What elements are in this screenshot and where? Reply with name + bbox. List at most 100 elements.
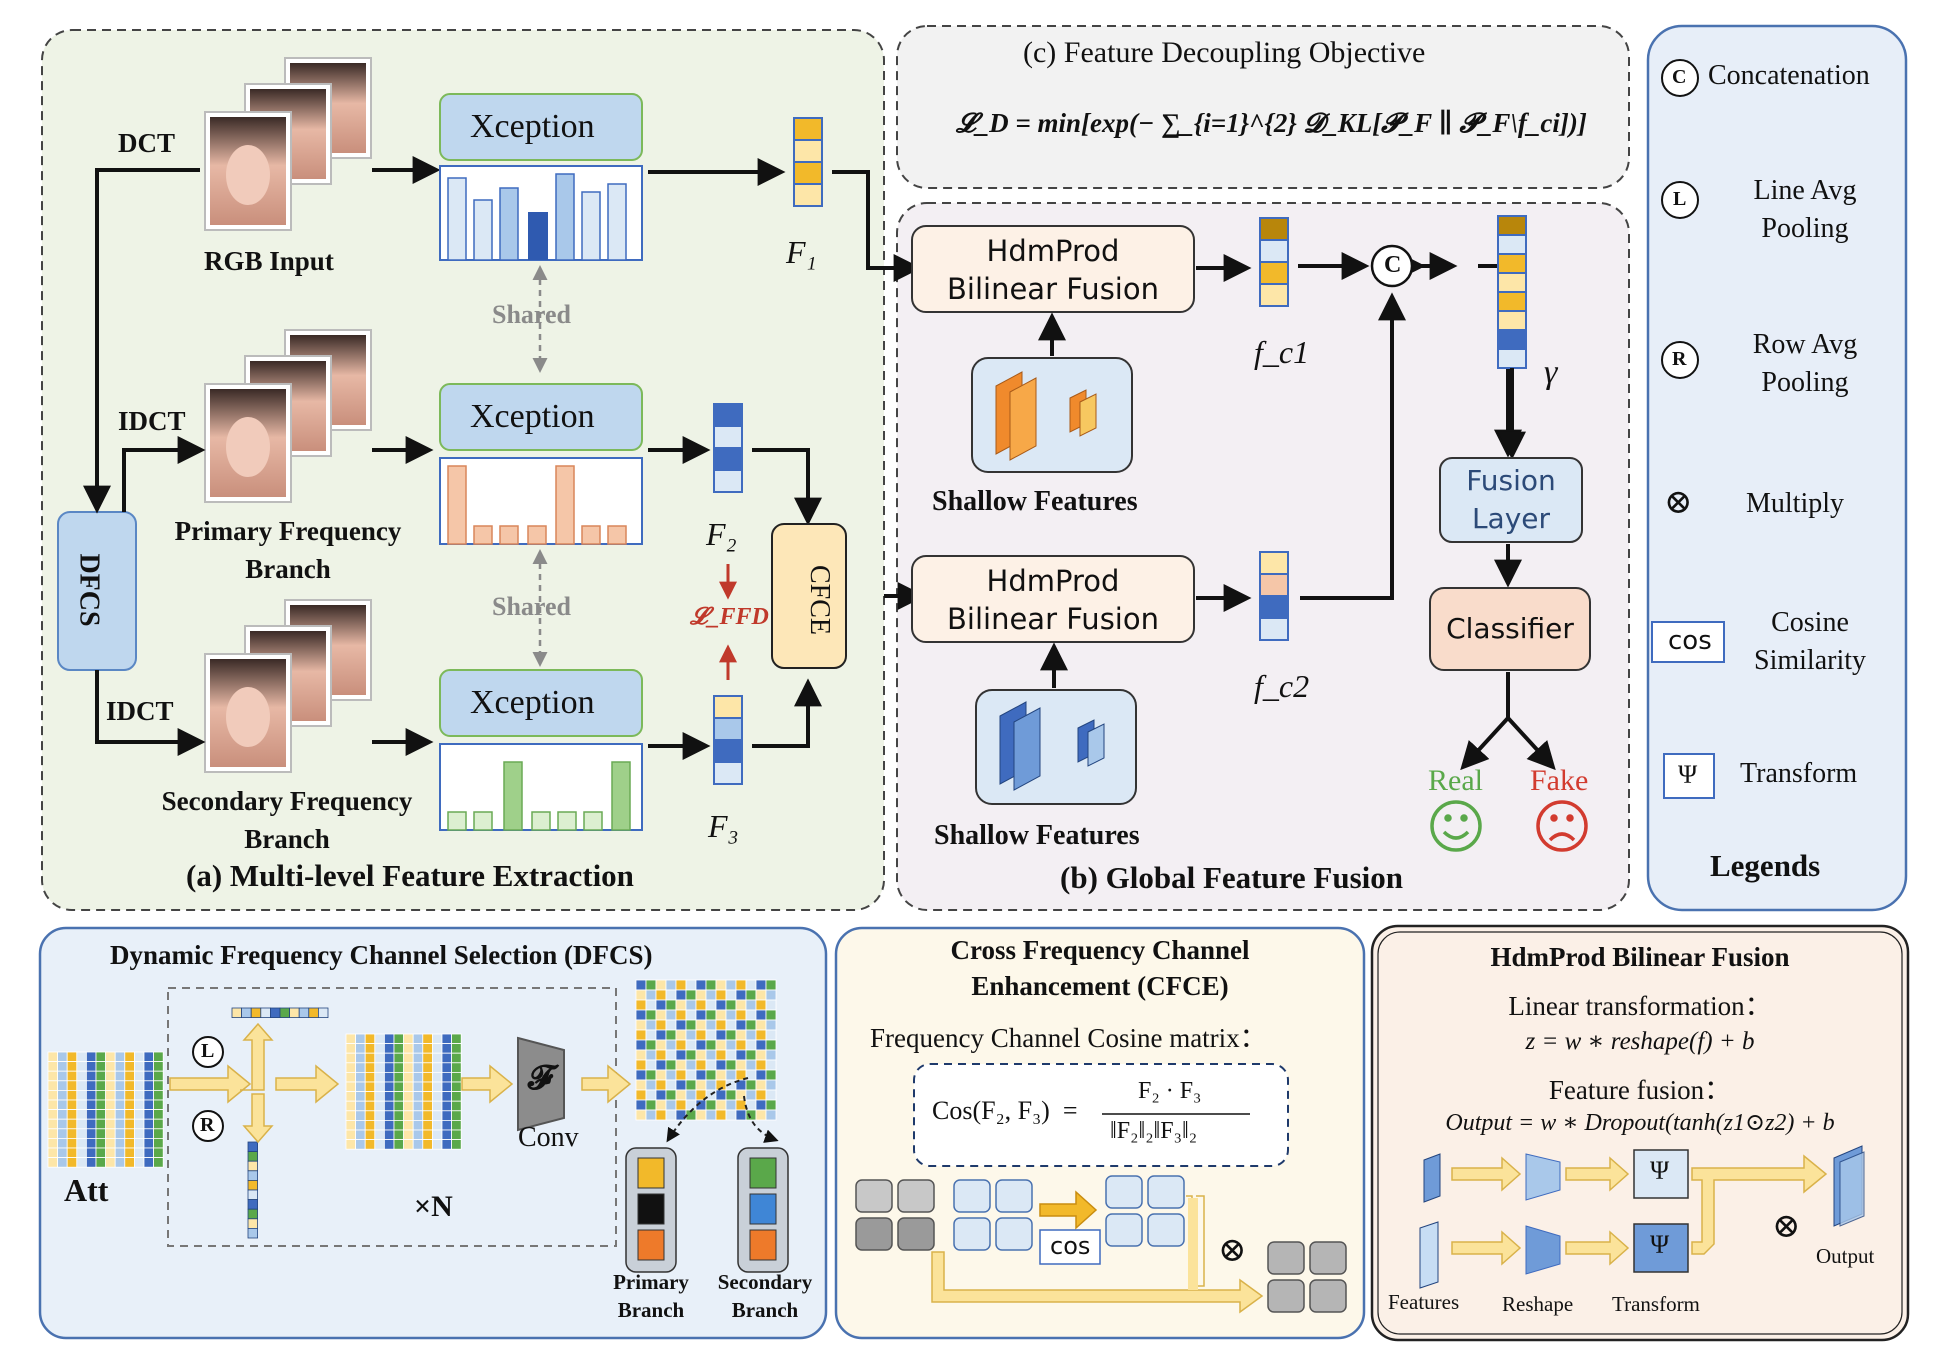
grid-cell	[665, 989, 677, 1001]
grid-cell	[143, 1109, 155, 1120]
grid-cell	[412, 1052, 424, 1064]
grid-cell	[765, 1089, 777, 1101]
grid-cell	[114, 1070, 126, 1082]
grid-cell	[655, 1049, 667, 1061]
grid-cell	[383, 1139, 395, 1150]
dfcs-primary-branch-label: Primary Branch	[613, 1270, 689, 1322]
grid-cell	[765, 1049, 777, 1061]
grid-cell	[124, 1099, 135, 1111]
grid-cell	[364, 1139, 376, 1150]
f1-vector	[793, 117, 823, 207]
dfcs-secondary-branch-label: Secondary Branch	[717, 1270, 813, 1322]
grid-cell	[364, 1033, 376, 1045]
grid-cell	[105, 1109, 116, 1120]
grid-cell	[765, 1099, 777, 1111]
grid-cell	[95, 1080, 107, 1091]
grid-cell	[143, 1157, 155, 1168]
grid-cell	[76, 1128, 87, 1139]
grid-cell	[133, 1109, 145, 1120]
grid-cell	[715, 1109, 727, 1121]
vector-cell	[260, 1007, 271, 1019]
secondary-image-stack	[204, 599, 372, 773]
grid-cell	[124, 1080, 135, 1091]
grid-cell	[765, 999, 777, 1011]
grid-cell	[745, 1089, 757, 1101]
grid-cell	[422, 1120, 433, 1131]
grid-cell	[345, 1091, 357, 1102]
dfcs-label: DFCS	[73, 553, 105, 627]
grid-cell	[105, 1147, 116, 1159]
grid-cell	[345, 1129, 357, 1141]
grid-cell	[124, 1138, 135, 1149]
grid-cell	[735, 1029, 747, 1041]
grid-cell	[345, 1100, 357, 1112]
grid-cell	[705, 1099, 717, 1111]
grid-cell	[645, 1029, 657, 1041]
grid-cell	[86, 1157, 97, 1168]
grid-cell	[715, 1099, 727, 1111]
grid-cell	[635, 1059, 647, 1071]
grid-cell	[431, 1091, 443, 1102]
f2-vector	[713, 403, 743, 493]
grid-cell	[755, 1059, 767, 1071]
grid-cell	[47, 1061, 59, 1072]
grid-cell	[355, 1091, 366, 1102]
vector-cell	[247, 1170, 259, 1181]
grid-cell	[705, 989, 717, 1001]
grid-cell	[635, 1049, 647, 1061]
hdm-output-label: Output	[1816, 1244, 1875, 1268]
grid-cell	[675, 989, 687, 1001]
grid-cell	[393, 1110, 405, 1121]
grid-cell	[383, 1052, 395, 1064]
cfce-label: CFCE	[804, 564, 836, 636]
grid-cell	[153, 1090, 164, 1101]
primary-branch-label: Primary Frequency Branch	[174, 516, 402, 584]
row-pool-vector	[231, 1007, 329, 1019]
grid-cell	[66, 1061, 78, 1072]
grid-cell	[95, 1138, 107, 1149]
grid-cell	[393, 1081, 405, 1093]
panel-b-title: (b) Global Feature Fusion	[1060, 860, 1404, 895]
cos-formula-den: ‖F₂‖₂‖F₃‖₂	[1110, 1118, 1198, 1144]
grid-cell	[57, 1070, 68, 1082]
grid-cell	[695, 1019, 707, 1031]
grid-cell	[705, 1079, 717, 1091]
shared-label-2: Shared	[492, 592, 571, 621]
grid-cell	[715, 1049, 727, 1061]
xception-block-3	[439, 669, 643, 737]
grid-cell	[393, 1043, 405, 1054]
grid-cell	[153, 1138, 164, 1149]
grid-cell	[431, 1043, 443, 1054]
real-label: Real	[1428, 764, 1483, 797]
cfce-subtitle: Frequency Channel Cosine matrix：	[870, 1023, 1267, 1053]
hdm-fusion-formula: Output = w ∗ Dropout(tanh(z1⊙z2) + b	[1445, 1110, 1835, 1136]
grid-cell	[735, 1109, 747, 1121]
vector-cell	[247, 1141, 259, 1153]
grid-cell	[105, 1090, 116, 1101]
grid-cell	[645, 1039, 657, 1051]
grid-cell	[47, 1070, 59, 1082]
hdm-reshape-top	[1525, 1153, 1561, 1201]
grid-cell	[364, 1043, 376, 1054]
grid-cell	[66, 1128, 78, 1139]
grid-cell	[355, 1052, 366, 1064]
grid-cell	[412, 1062, 424, 1073]
grid-cell	[374, 1043, 385, 1054]
grid-cell	[364, 1052, 376, 1064]
grid-cell	[364, 1072, 376, 1083]
grid-cell	[355, 1033, 366, 1045]
grid-cell	[705, 1039, 717, 1051]
grid-cell	[431, 1110, 443, 1121]
grid-cell	[86, 1138, 97, 1149]
hdm-fusion-title: Feature fusion：	[1548, 1075, 1732, 1105]
grid-cell	[66, 1070, 78, 1082]
grid-cell	[86, 1109, 97, 1120]
grid-cell	[57, 1080, 68, 1091]
grid-cell	[451, 1100, 462, 1112]
grid-cell	[451, 1129, 462, 1141]
grid-cell	[153, 1080, 164, 1091]
grid-cell	[431, 1129, 443, 1141]
classifier-block	[1429, 587, 1591, 671]
grid-cell	[374, 1062, 385, 1073]
grid-cell	[143, 1070, 155, 1082]
